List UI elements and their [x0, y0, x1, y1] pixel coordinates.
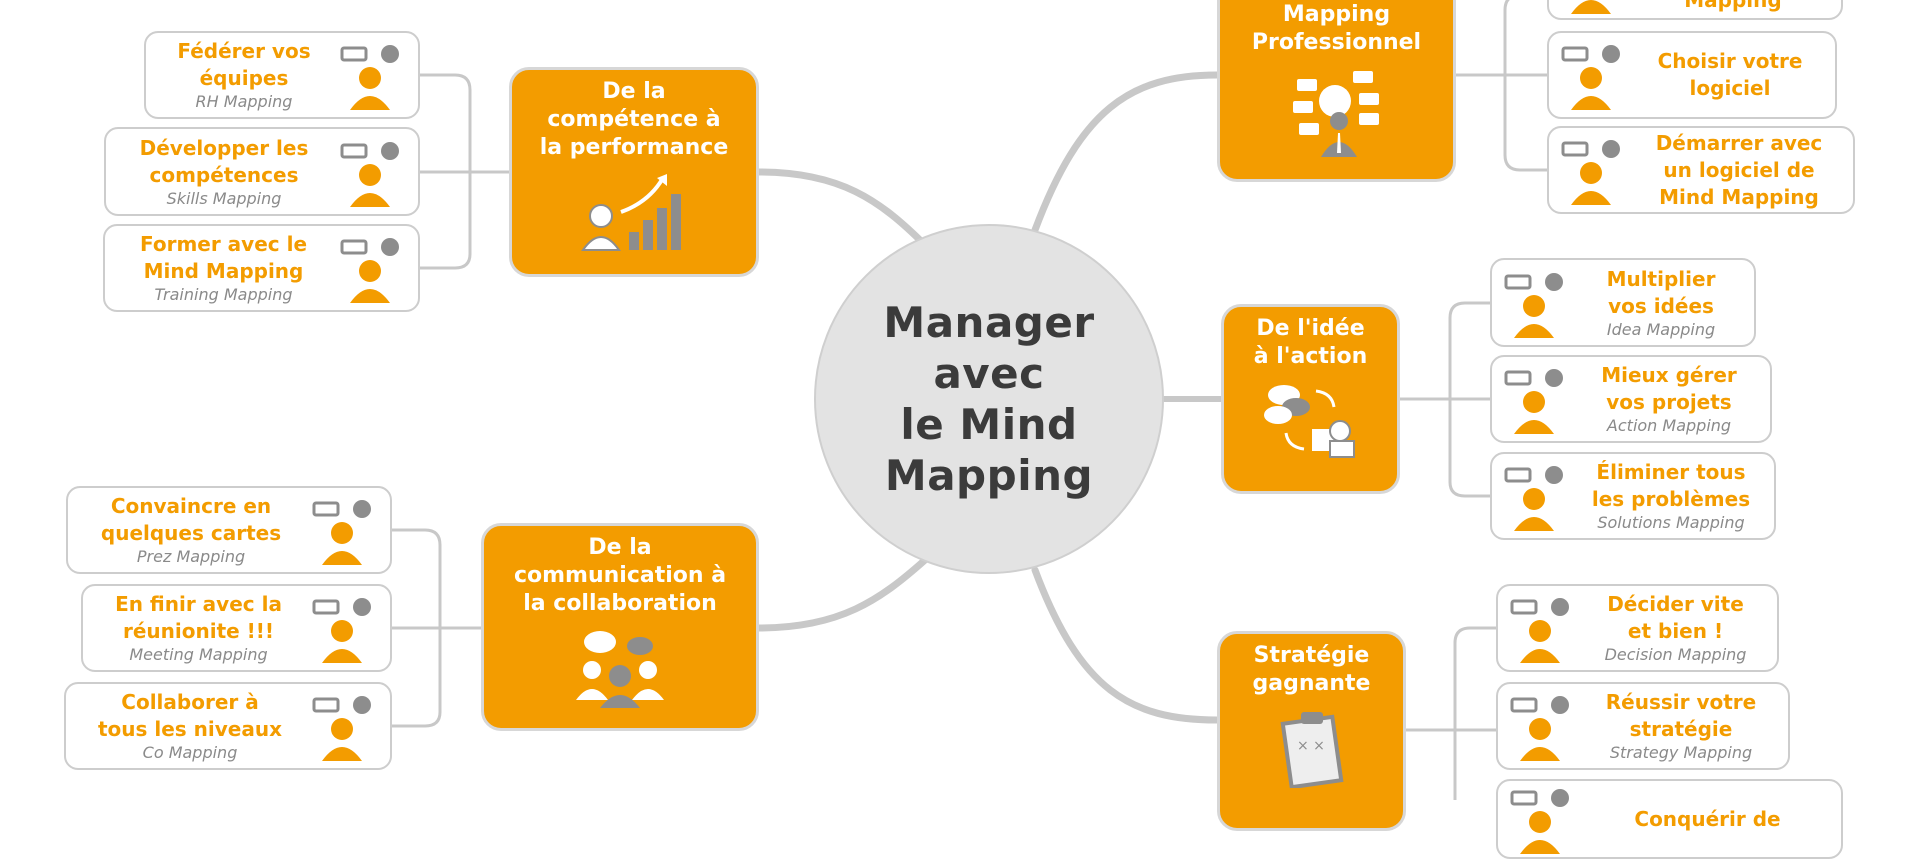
leaf-subtitle: Strategy Mapping — [1609, 743, 1753, 762]
leaf-title: Réussir votre stratégie — [1605, 690, 1757, 741]
svg-text:× ×: × × — [1297, 738, 1325, 754]
clouds-person-icon — [1502, 268, 1572, 338]
leaf-text: Conquérir de — [1584, 806, 1831, 833]
leaf-subtitle: Solutions Mapping — [1597, 513, 1745, 532]
leaf-text: Mapping — [1635, 0, 1831, 14]
leaf-subtitle: Prez Mapping — [136, 547, 246, 566]
leaf-subtitle: RH Mapping — [195, 92, 293, 111]
mindmap-professional-icon — [1292, 71, 1379, 157]
meeting-icon — [310, 593, 380, 663]
leaf-title: Choisir votre logiciel — [1657, 49, 1803, 100]
leaf-competence-1[interactable]: Fédérer vos équipes RH Mapping — [144, 31, 420, 119]
branch-title: De la compétence à la performance — [539, 79, 729, 160]
person-icon — [1508, 784, 1578, 854]
leaf-idee-1[interactable]: Multiplier vos idées Idea Mapping — [1490, 258, 1756, 347]
central-topic-title: Manager avec le Mind Mapping — [883, 298, 1095, 500]
leaf-competence-3[interactable]: Former avec le Mind Mapping Training Map… — [103, 224, 420, 312]
leaf-title: Conquérir de — [1634, 806, 1781, 831]
leaf-title: Convaincre en quelques cartes — [100, 494, 282, 545]
clipboard-strategy-icon: × × — [1280, 712, 1343, 788]
leaf-text: Réussir votre stratégie Strategy Mapping — [1584, 689, 1778, 763]
pen-icon — [1559, 0, 1629, 14]
mindmap-person-icon — [338, 233, 408, 303]
branch-mapping-professionnel[interactable]: Mapping Professionnel — [1217, 0, 1456, 182]
leaf-title: Fédérer vos équipes — [177, 39, 311, 90]
leaf-subtitle: Decision Mapping — [1604, 645, 1747, 664]
leaf-title: Démarrer avec un logiciel de Mind Mappin… — [1655, 130, 1823, 209]
idea-to-action-icon — [1263, 385, 1355, 458]
leaf-communication-1[interactable]: Convaincre en quelques cartes Prez Mappi… — [66, 486, 392, 574]
presentation-board-icon — [310, 495, 380, 565]
connector-lines — [390, 0, 1549, 800]
leaf-text: Décider vite et bien ! Decision Mapping — [1584, 591, 1767, 665]
team-icon — [338, 40, 408, 110]
leaf-idee-2[interactable]: Mieux gérer vos projets Action Mapping — [1490, 355, 1772, 443]
leaf-text: Démarrer avec un logiciel de Mind Mappin… — [1635, 130, 1843, 211]
leaf-professionnel-1[interactable]: Mapping — [1547, 0, 1843, 20]
leaf-text: Collaborer à tous les niveaux Co Mapping — [76, 689, 304, 763]
leaf-title: Collaborer à tous les niveaux — [97, 690, 283, 741]
branch-competence[interactable]: De la compétence à la performance — [509, 67, 759, 277]
leaf-text: Éliminer tous les problèmes Solutions Ma… — [1578, 459, 1764, 533]
leaf-text: Mieux gérer vos projets Action Mapping — [1578, 362, 1760, 436]
idea-burst-icon — [338, 137, 408, 207]
decision-icon — [1508, 593, 1578, 663]
branch-strategie-gagnante[interactable]: Stratégie gagnante × × — [1217, 631, 1406, 831]
leaf-subtitle: Action Mapping — [1606, 416, 1732, 435]
growth-chart-icon — [581, 174, 681, 251]
leaf-title: Mapping — [1684, 0, 1782, 12]
leaf-strategie-2[interactable]: Réussir votre stratégie Strategy Mapping — [1496, 682, 1790, 770]
leaf-competence-2[interactable]: Développer les compétences Skills Mappin… — [104, 127, 420, 216]
leaf-title: Multiplier vos idées — [1606, 266, 1716, 318]
leaf-subtitle: Co Mapping — [142, 743, 238, 762]
leaf-text: En finir avec la réunionite !!! Meeting … — [93, 591, 304, 665]
leaf-title: Éliminer tous les problèmes — [1591, 460, 1751, 511]
leaf-text: Choisir votre logiciel — [1635, 48, 1825, 102]
central-topic[interactable]: Manager avec le Mind Mapping — [814, 224, 1164, 574]
leaf-title: Développer les compétences — [139, 135, 309, 187]
leaf-title: Former avec le Mind Mapping — [139, 232, 308, 283]
leaf-communication-3[interactable]: Collaborer à tous les niveaux Co Mapping — [64, 682, 392, 770]
branch-title: De l'idée à l'action — [1253, 316, 1368, 369]
collaboration-icon — [310, 691, 380, 761]
leaf-subtitle: Training Mapping — [154, 285, 293, 304]
leaf-subtitle: Meeting Mapping — [129, 645, 268, 664]
leaf-text: Convaincre en quelques cartes Prez Mappi… — [78, 493, 304, 567]
leaf-title: Mieux gérer vos projets — [1601, 363, 1737, 414]
leaf-text: Développer les compétences Skills Mappin… — [116, 135, 332, 209]
leaf-strategie-3[interactable]: Conquérir de — [1496, 779, 1843, 859]
target-icon — [1508, 691, 1578, 761]
branch-idee-action[interactable]: De l'idée à l'action — [1221, 304, 1400, 494]
leaf-professionnel-3[interactable]: Démarrer avec un logiciel de Mind Mappin… — [1547, 126, 1855, 214]
branch-title: De la communication à la collaboration — [513, 535, 727, 616]
leaf-text: Fédérer vos équipes RH Mapping — [156, 38, 332, 112]
group-chat-icon — [576, 631, 664, 708]
gantt-person-icon — [1502, 364, 1572, 434]
leaf-title: Décider vite et bien ! — [1607, 592, 1744, 643]
no-problem-icon — [1502, 461, 1572, 531]
leaf-communication-2[interactable]: En finir avec la réunionite !!! Meeting … — [81, 584, 392, 672]
leaf-text: Multiplier vos idées Idea Mapping — [1578, 266, 1744, 340]
branch-communication[interactable]: De la communication à la collaboration — [481, 523, 759, 731]
branch-title: Mapping Professionnel — [1251, 2, 1422, 55]
leaf-idee-3[interactable]: Éliminer tous les problèmes Solutions Ma… — [1490, 452, 1776, 540]
leaf-text: Former avec le Mind Mapping Training Map… — [115, 231, 332, 305]
monitor-icon — [1559, 40, 1629, 110]
leaf-subtitle: Skills Mapping — [166, 188, 282, 208]
leaf-professionnel-2[interactable]: Choisir votre logiciel — [1547, 31, 1837, 119]
leaf-subtitle: Idea Mapping — [1606, 319, 1716, 339]
leaf-title: En finir avec la réunionite !!! — [115, 592, 282, 643]
branch-title: Stratégie gagnante — [1252, 643, 1371, 696]
leaf-strategie-1[interactable]: Décider vite et bien ! Decision Mapping — [1496, 584, 1779, 672]
touch-mindmap-icon — [1559, 135, 1629, 205]
